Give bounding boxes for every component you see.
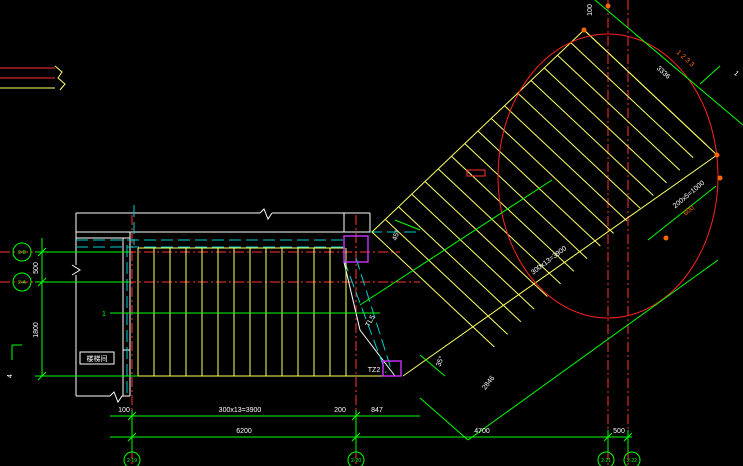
axis-label: 2-20 xyxy=(351,458,361,464)
dim-width-600: 600 xyxy=(682,204,696,217)
diag-tread-line xyxy=(411,193,535,310)
axis-bubble-2-19: 2-19 xyxy=(123,451,141,466)
diag-tread-line xyxy=(451,155,575,272)
axis-bubble-2-A: 2-A xyxy=(12,272,32,292)
straight-flight-treads xyxy=(137,248,347,376)
label-tl5: TL5 xyxy=(365,314,377,328)
room-tag: 楼梯间 xyxy=(87,354,108,363)
dimension-lines xyxy=(11,0,743,443)
diag-tread-line xyxy=(371,231,495,348)
orange-markers xyxy=(581,3,723,241)
label-mark-1: 1 xyxy=(102,311,106,318)
dim-bottom-100: 100 xyxy=(118,407,130,414)
axis-label: 2-19 xyxy=(127,458,137,464)
dim-angle-45: 45° xyxy=(391,229,402,242)
dim-top-100: 100 xyxy=(587,4,594,16)
axis-bubble-2-B: 2-B xyxy=(12,242,32,262)
axis-bubble-2-21: 2-21 xyxy=(597,451,615,466)
dim-bottom-847: 847 xyxy=(371,407,383,414)
dim-left-500: 500 xyxy=(33,262,40,274)
small-post xyxy=(466,169,486,177)
room-tag-box xyxy=(79,351,115,365)
partial-wall-topleft xyxy=(0,65,66,91)
dim-top-3336: 3336 xyxy=(655,65,671,81)
column-top xyxy=(343,235,369,263)
hidden-beam-lines xyxy=(76,205,420,396)
dimension-ticks xyxy=(37,247,633,442)
dim-treads-straight: 300x13=3900 xyxy=(219,407,262,414)
label-tz2: TZ2 xyxy=(368,367,381,374)
dim-bottom-200: 200 xyxy=(334,407,346,414)
diag-tread-line xyxy=(570,42,694,158)
dim-span-2846: 2846 xyxy=(481,375,496,392)
axis-bubble-2-20: 2-20 xyxy=(347,451,365,466)
axis-bubble-2-22: 2-22 xyxy=(623,451,641,466)
axis-bubble-leaders xyxy=(131,443,629,452)
diag-tread-line xyxy=(557,54,681,171)
diag-tread-line xyxy=(543,67,667,184)
detail-circle xyxy=(497,33,719,319)
diag-tread-line xyxy=(398,206,522,323)
dim-overall-500: 500 xyxy=(613,428,625,435)
axis-label: 2-A xyxy=(18,280,26,286)
diag-tread-line xyxy=(583,29,707,146)
diag-tread-line xyxy=(437,168,561,285)
dim-left-1800: 1800 xyxy=(33,322,40,338)
diag-tread-line xyxy=(517,92,641,209)
diag-tread-line xyxy=(384,219,508,335)
axis-label: 2-B xyxy=(18,250,26,256)
dim-overall-6200: 6200 xyxy=(236,428,252,435)
diag-tread-line xyxy=(424,181,548,297)
dim-angle-35: 35° xyxy=(435,355,446,368)
diag-tread-line xyxy=(530,80,654,196)
diag-tread-line xyxy=(464,143,588,259)
dim-overall-4700: 4700 xyxy=(474,428,490,435)
diag-tread-line xyxy=(504,105,628,222)
diagonal-flight-outline xyxy=(371,29,718,377)
column-tz2 xyxy=(382,360,402,377)
straight-flight-edges xyxy=(138,247,395,377)
axis-label: 2-21 xyxy=(601,458,611,464)
dim-short-4: 4 xyxy=(7,374,14,378)
dim-short-1: 1 xyxy=(732,70,740,78)
diagonal-flight-treads xyxy=(371,29,707,348)
axis-label: 2-22 xyxy=(627,458,637,464)
diag-tread-line xyxy=(490,118,614,234)
